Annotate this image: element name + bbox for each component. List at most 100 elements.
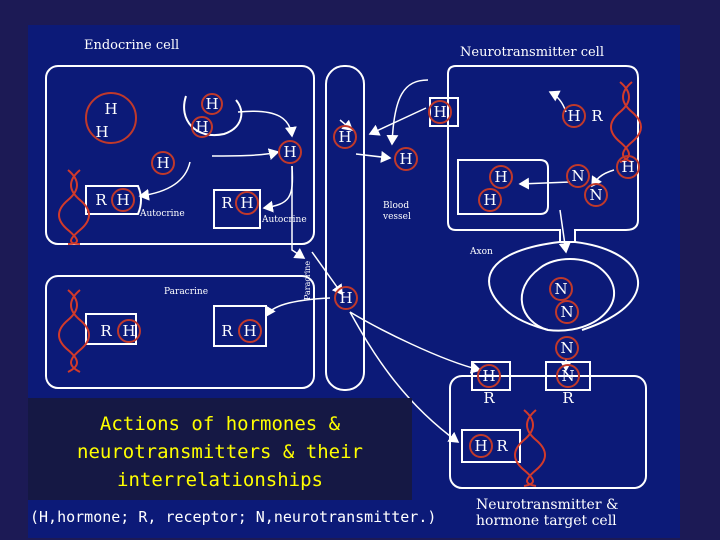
paracrine-cell: [45, 275, 315, 389]
receptor-pocket: [85, 313, 137, 345]
molecule-circle: [616, 155, 640, 179]
hormone-symbol: H: [433, 103, 446, 121]
molecule-circle: [469, 434, 493, 458]
dna-helix: [58, 169, 90, 245]
dna-helix: [610, 81, 642, 163]
neurotransmitter-symbol: N: [589, 186, 602, 204]
hormone-symbol: H: [205, 95, 218, 113]
receptor-symbol: R: [95, 191, 107, 209]
receptor-symbol: R: [221, 322, 233, 340]
receptor-pocket: [545, 361, 591, 391]
hormone-symbol: H: [104, 100, 117, 118]
dna-helix: [514, 409, 546, 487]
receptor-symbol: R: [221, 194, 233, 212]
hormone-symbol: H: [567, 107, 580, 125]
target-cell-label: Neurotransmitter &: [476, 497, 618, 513]
paracrine-label: Paracrine: [164, 287, 208, 297]
receptor-symbol: R: [591, 107, 603, 125]
arrow: [211, 148, 280, 161]
hormone-symbol: H: [482, 367, 495, 385]
molecule-circle: [566, 164, 590, 188]
synapse-inner: [520, 258, 615, 332]
blood-vessel-label: vessel: [382, 212, 411, 222]
hormone-symbol: H: [195, 118, 208, 136]
autocrine-label: Autocrine: [261, 215, 307, 225]
arrow: [518, 177, 571, 190]
neurotransmitter-symbol: N: [560, 339, 573, 357]
molecule-circle: [562, 104, 586, 128]
molecule-circle: [151, 151, 175, 175]
blood-vessel-label: Blood: [383, 201, 409, 211]
caption-box: [28, 398, 412, 500]
receptor-symbol: R: [100, 322, 112, 340]
receptor-pocket: [461, 429, 521, 463]
paracrine-vertical-label: Paracrine: [303, 261, 312, 300]
hormone-symbol: H: [621, 158, 634, 176]
arrow: [355, 150, 392, 163]
molecule-circle: [111, 188, 135, 212]
arrow: [558, 209, 571, 254]
target-cell-label: hormone target cell: [476, 513, 617, 529]
neurotransmitter-symbol: N: [560, 303, 573, 321]
endocrine-cell-label: Endocrine cell: [84, 38, 179, 53]
hormone-symbol: H: [240, 194, 253, 212]
molecule-circle: [85, 92, 137, 144]
molecule-circle: [278, 140, 302, 164]
hormone-symbol: H: [483, 191, 496, 209]
autocrine-label: Autocrine: [139, 209, 185, 219]
receptor-symbol: R: [496, 437, 508, 455]
molecule-circle: [235, 191, 259, 215]
molecule-circle: [201, 93, 223, 115]
molecule-circle: [477, 364, 501, 388]
hormone-symbol: H: [116, 191, 129, 209]
neurotransmitter-symbol: N: [561, 367, 574, 385]
neuro-vesicle: [457, 159, 549, 215]
molecule-circle: [394, 147, 418, 171]
molecule-circle: [117, 319, 141, 343]
molecule-circle: [478, 188, 502, 212]
molecule-circle: [584, 183, 608, 207]
arrow: [349, 311, 482, 374]
receptor-symbol: R: [483, 389, 495, 407]
blood-vessel: [325, 65, 365, 391]
receptor-pocket: [85, 185, 142, 215]
hormone-symbol: H: [283, 143, 296, 161]
neurotransmitter-symbol: N: [554, 280, 567, 298]
neurotransmitter-cell-label: Neurotransmitter cell: [460, 45, 604, 60]
hormone-symbol: H: [243, 322, 256, 340]
axon-label: Axon: [469, 247, 493, 257]
hormone-symbol: H: [156, 154, 169, 172]
molecule-circle: [489, 165, 513, 189]
receptor-symbol: R: [562, 389, 574, 407]
endocrine-cell: [45, 65, 315, 245]
dna-helix: [58, 289, 90, 373]
molecule-circle: [238, 319, 262, 343]
molecule-circle: [334, 286, 358, 310]
molecule-circle: [191, 116, 213, 138]
receptor-pocket: [213, 305, 267, 347]
arrow: [237, 110, 297, 138]
hormone-symbol: H: [95, 123, 108, 141]
neurotransmitter-symbol: N: [571, 167, 584, 185]
molecule-circle: [556, 364, 580, 388]
hormone-symbol: H: [474, 437, 487, 455]
arrow: [386, 79, 429, 146]
caption-title: Actions of hormones & neurotransmitters …: [77, 413, 363, 491]
arrow: [311, 251, 343, 296]
receptor-pocket: [471, 361, 511, 391]
hormone-symbol: H: [494, 168, 507, 186]
hormone-symbol: H: [339, 289, 352, 307]
molecule-circle: [428, 100, 452, 124]
hormone-symbol: H: [338, 128, 351, 146]
arrow: [368, 107, 427, 136]
receptor-pocket: [213, 189, 261, 229]
hormone-symbol: H: [122, 322, 135, 340]
arrow: [265, 297, 331, 318]
caption-subtitle: (H,hormone; R, receptor; N,neurotransmit…: [30, 508, 437, 526]
hormone-symbol: H: [399, 150, 412, 168]
arrow: [349, 311, 460, 443]
arrow: [291, 166, 306, 259]
arrow: [138, 161, 191, 201]
molecule-circle: [549, 277, 573, 301]
molecule-circle: [333, 125, 357, 149]
